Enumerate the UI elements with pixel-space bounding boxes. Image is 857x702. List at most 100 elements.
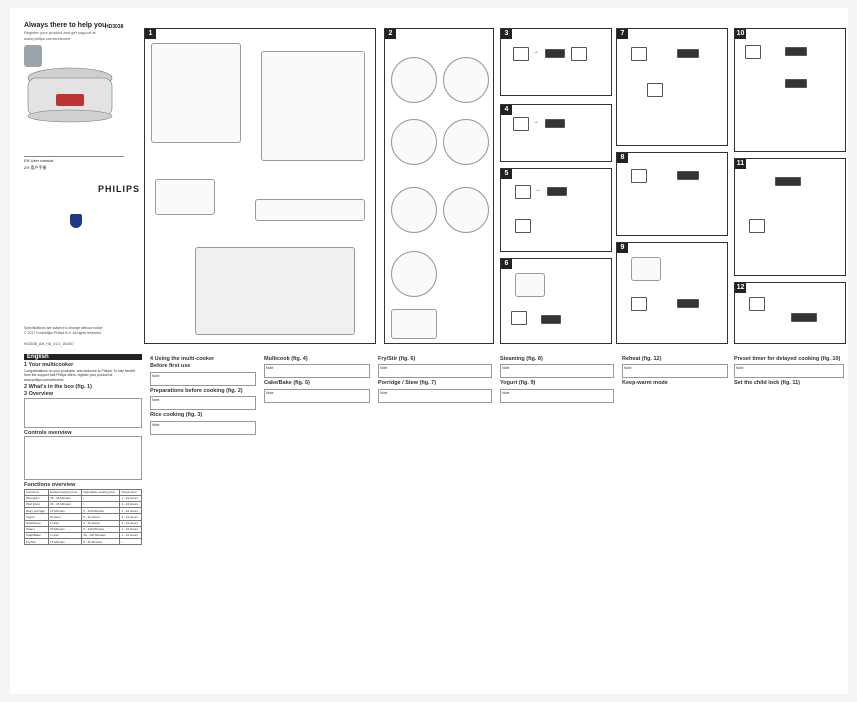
text-column-4: Fry/Stir (fig. 6) Note Porridge / Stew (… [378, 354, 492, 690]
button-sketch-icon [631, 169, 647, 183]
steam-heading: Steaming (fig. 8) [500, 356, 543, 362]
brand-logo: PHILIPS [98, 184, 141, 194]
panel-number: 4 [501, 105, 512, 115]
text-column-6: Reheat (fig. 12) Note Keep-warm mode [622, 354, 728, 690]
section-english: English [24, 354, 142, 361]
delay-heading: Preset timer for delayed cooking (fig. 1… [734, 356, 841, 362]
multicooker-photo-icon [24, 66, 116, 124]
cell: / [119, 538, 142, 546]
controls-heading: Controls overview [24, 429, 72, 436]
cover-section: Always there to help you Register your p… [24, 22, 142, 352]
button-sketch-icon [647, 83, 663, 97]
control-panel-sketch-icon [195, 247, 355, 335]
display-sketch-icon [677, 299, 699, 308]
panel-number: 3 [501, 29, 512, 39]
display-sketch-icon [775, 177, 801, 186]
panel-number: 9 [617, 243, 628, 253]
cell: Fry/Stir [24, 538, 50, 546]
panel-number: 7 [617, 29, 628, 39]
text-column-3: Multicook (fig. 4) Note Cake/Bake (fig. … [264, 354, 370, 690]
display-sketch-icon [785, 79, 807, 88]
note-box: Note [622, 364, 728, 379]
note-box: Note [500, 364, 614, 379]
porridge-heading: Porridge / Stew (fig. 7) [378, 380, 437, 387]
text-column-1: English 1 Your multicooker Congratulatio… [24, 354, 142, 690]
text-column-2: 4 Using the multi-cooker Before first us… [150, 354, 256, 690]
cooker-closed-sketch-icon [261, 51, 365, 161]
figure-panel-4: 4 → [500, 104, 612, 162]
button-sketch-icon [511, 311, 527, 325]
display-sketch-icon [677, 171, 699, 180]
step-circle-icon [391, 251, 437, 297]
website-link: www.philips.com/welcome [24, 36, 71, 41]
step-circle-icon [391, 57, 437, 103]
figure-panel-9: 9 [616, 242, 728, 344]
note-box: Note [264, 364, 370, 379]
step-sketch-icon [391, 309, 437, 339]
note-box: Note [150, 396, 256, 411]
panel-number: 5 [501, 169, 512, 179]
heading-2: 2 What's in the box (fig. 1) [24, 384, 92, 391]
lang-zh: ZH 用户手册 [24, 165, 47, 170]
figure-panel-11: 11 [734, 158, 846, 276]
text-column-5: Steaming (fig. 8) Note Yogurt (fig. 9) N… [500, 354, 614, 690]
fry-heading: Fry/Stir (fig. 6) [378, 356, 416, 362]
register-text: Register your product and get support at [24, 30, 96, 35]
button-sketch-icon [513, 47, 529, 61]
button-sketch-icon [515, 219, 531, 233]
note-box: Note [378, 364, 492, 379]
panel-number: 6 [501, 259, 512, 269]
table-row: Pilaf (plov)30 - 45 Minutes/1 - 24 Hours [24, 501, 142, 509]
figure-panel-6: 6 [500, 258, 612, 344]
note-box: Note [150, 371, 256, 386]
cell: Dairy porridge [24, 507, 50, 515]
panel-number: 11 [735, 159, 746, 169]
arrow-right-icon: → [533, 49, 539, 55]
functions-heading: Functions overview [24, 482, 76, 489]
panel-number: 8 [617, 153, 628, 163]
button-sketch-icon [749, 297, 765, 311]
philips-shield-icon [70, 214, 82, 228]
panel-number: 1 [145, 29, 156, 39]
intro-paragraph: Congratulations on your purchase, and we… [24, 368, 135, 382]
overview-table [24, 397, 142, 428]
text-column-7: Preset timer for delayed cooking (fig. 1… [734, 354, 844, 690]
note-box: Note [734, 364, 844, 379]
display-sketch-icon [785, 47, 807, 56]
panel-number: 12 [735, 283, 746, 293]
footer-line-1: Specifications are subject to change wit… [24, 326, 103, 330]
arrow-right-icon: → [535, 187, 541, 193]
heading-3: 3 Overview [24, 391, 54, 398]
tagline: Always there to help you [24, 22, 107, 29]
award-badge-icon [24, 45, 42, 67]
button-sketch-icon [749, 219, 765, 233]
cover-footer: Specifications are subject to change wit… [24, 326, 134, 347]
accessories-sketch-icon [155, 179, 215, 215]
reheat-heading: Reheat (fig. 12) [622, 356, 662, 362]
child-lock-heading: Set the child lock (fig. 11) [734, 380, 801, 387]
language-list: EN User manual ZH 用户手册 [24, 156, 124, 171]
pot-sketch-icon [515, 273, 545, 297]
cake-heading: Cake/Bake (fig. 5) [264, 380, 310, 387]
footer-line-2: © 2017 Koninklijke Philips N.V. All righ… [24, 331, 102, 335]
button-sketch-icon [515, 185, 531, 199]
button-sketch-icon [745, 45, 761, 59]
display-sketch-icon [791, 313, 817, 322]
figure-panel-8: 8 [616, 152, 728, 236]
display-sketch-icon [545, 119, 565, 128]
panel-number: 2 [385, 29, 396, 39]
footer-line-3: HD3038_UM_HU_V1.0_151007 [24, 342, 75, 346]
figure-panel-1: 1 [144, 28, 376, 344]
display-sketch-icon [547, 187, 567, 196]
figure-panel-5: 5 → [500, 168, 612, 252]
heading-1: 1 Your multicooker [24, 362, 74, 369]
lang-en: EN User manual [24, 158, 54, 163]
step-circle-icon [391, 119, 437, 165]
controls-table [24, 436, 142, 481]
step-circle-icon [391, 187, 437, 233]
figure-panel-3: 3 → [500, 28, 612, 96]
step-circle-icon [443, 57, 489, 103]
